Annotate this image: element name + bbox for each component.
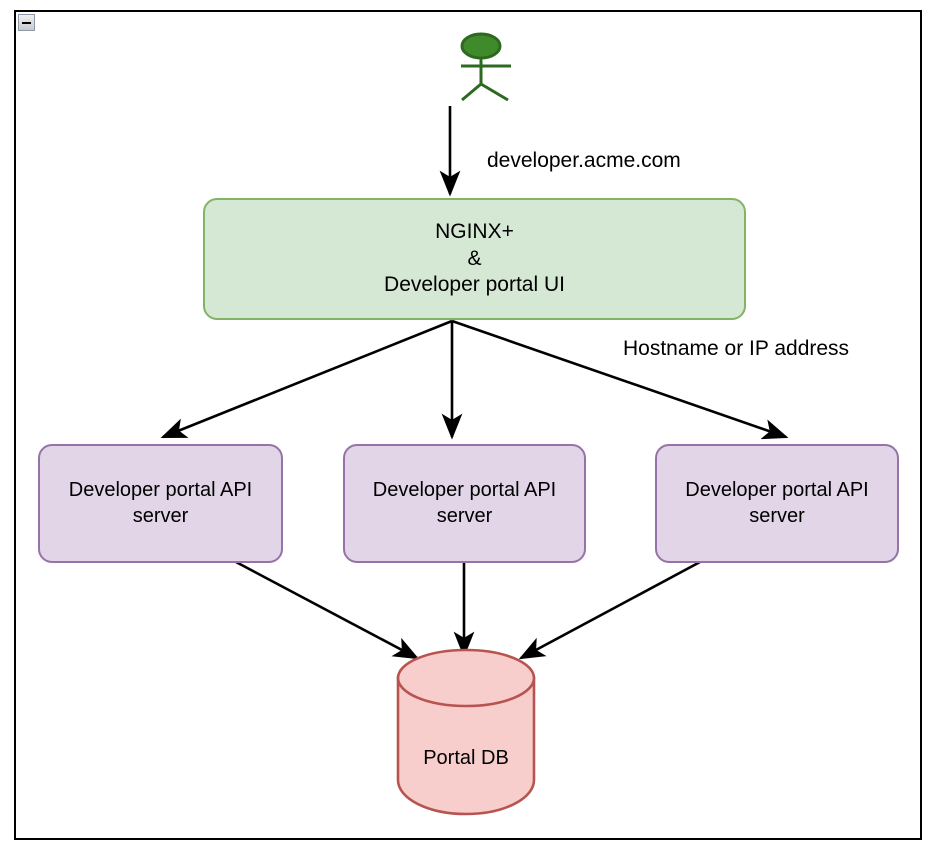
node-api-server-1-line-1: Developer portal API <box>68 478 253 501</box>
edge-api-3-to-db <box>518 560 701 660</box>
minus-icon <box>22 21 31 24</box>
node-api-server-2[interactable]: Developer portal API server <box>343 444 586 563</box>
node-nginx-label: NGINX+ & Developer portal UI <box>384 219 565 300</box>
edge-label-developer-acme-com: developer.acme.com <box>487 149 681 172</box>
edge-nginx-to-api-3 <box>451 319 789 440</box>
node-api-server-3[interactable]: Developer portal API server <box>655 444 899 563</box>
node-portal-db-label: Portal DB <box>423 747 509 769</box>
user-actor-icon <box>460 32 511 102</box>
node-nginx-line-1: NGINX+ <box>435 219 514 243</box>
node-api-server-1[interactable]: Developer portal API server <box>38 444 283 563</box>
node-nginx-line-3: Developer portal UI <box>384 273 565 297</box>
edge-api-1-to-db <box>235 560 420 660</box>
node-api-server-2-line-1: Developer portal API <box>372 478 557 501</box>
node-nginx-line-2: & <box>467 246 482 270</box>
node-api-server-3-line-1: Developer portal API <box>685 478 869 501</box>
edge-nginx-to-api-1 <box>160 319 453 439</box>
node-api-server-3-line-2: server <box>749 504 805 527</box>
collapse-toggle-button[interactable] <box>18 14 35 31</box>
node-api-server-2-line-2: server <box>436 504 493 527</box>
node-api-server-1-line-2: server <box>132 504 189 527</box>
edge-label-hostname-or-ip: Hostname or IP address <box>623 337 850 360</box>
node-nginx-developer-portal-ui[interactable]: NGINX+ & Developer portal UI <box>203 198 746 320</box>
node-api-server-2-label: Developer portal API server <box>373 478 556 529</box>
node-api-server-1-label: Developer portal API server <box>69 478 252 529</box>
node-api-server-3-label: Developer portal API server <box>685 478 868 529</box>
portal-db-shape[interactable] <box>396 648 536 816</box>
